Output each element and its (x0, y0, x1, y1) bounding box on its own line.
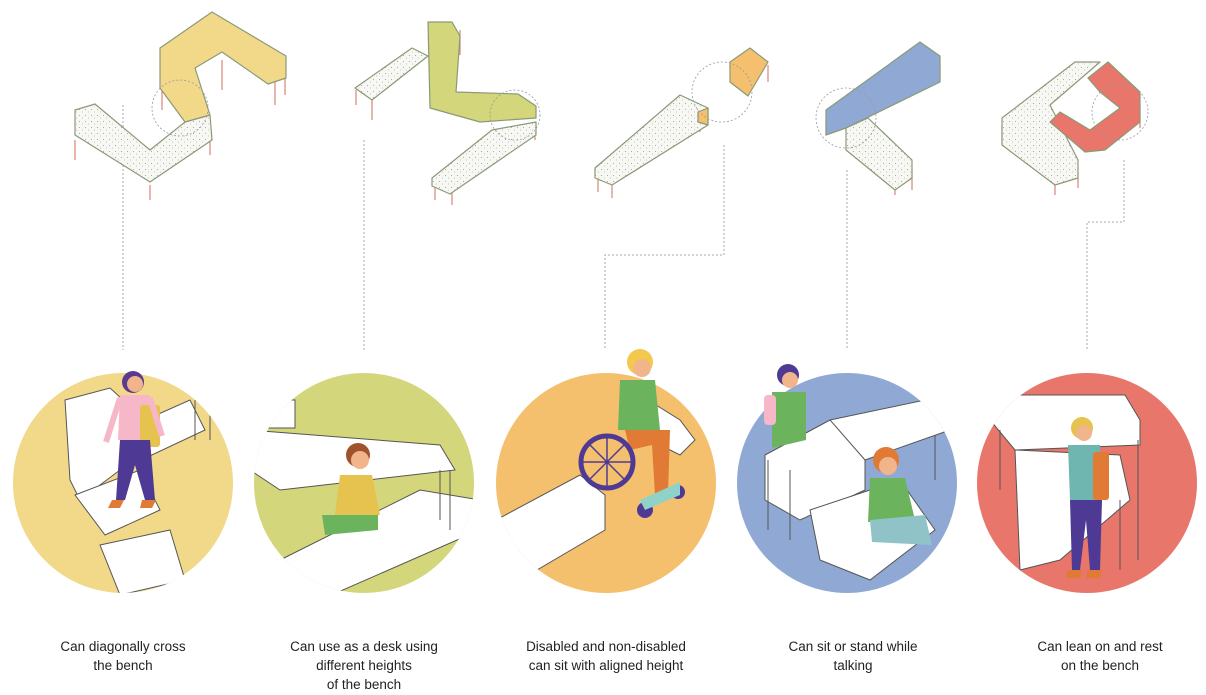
vignette-2 (254, 373, 474, 593)
bench-seat-dotted (845, 117, 913, 191)
caption-5: Can lean on and rest on the bench (1037, 639, 1163, 673)
bench-surface (254, 399, 296, 429)
vignette-1 (13, 371, 233, 593)
bench-seat-blue (825, 41, 941, 136)
bench-legs (597, 65, 769, 198)
detail-circle (815, 87, 877, 149)
vignette-3 (496, 349, 716, 593)
bench-seat-orange (729, 47, 769, 97)
caption-1: Can diagonally cross the bench (60, 639, 186, 673)
two-people-talking-icon (764, 364, 932, 545)
caption-4: Can sit or stand while talking (788, 639, 918, 673)
bench-surface (496, 474, 606, 581)
bench-legs (74, 60, 286, 200)
wheelchair-user-icon (578, 349, 685, 518)
bench-leg (999, 430, 1139, 570)
bench-leg (439, 470, 451, 530)
detail-circle (151, 79, 209, 137)
bench-seat-green (427, 21, 537, 123)
bench-surface (989, 394, 1141, 451)
bench-surface (279, 489, 474, 593)
bench-plan-3 (594, 47, 769, 198)
bench-leg (767, 435, 936, 540)
bench-seat-dotted (594, 94, 709, 186)
detail-circle (489, 89, 541, 141)
bench-seat-dotted-2 (431, 121, 537, 195)
vignette-5 (977, 373, 1197, 593)
leader-line-5 (1086, 160, 1125, 350)
bench-plan-1 (74, 11, 287, 200)
person-walking-icon (103, 371, 165, 508)
detail-circle (1091, 83, 1149, 141)
caption-3: Disabled and non-disabled can sit with a… (526, 639, 686, 673)
leader-lines (122, 105, 1125, 350)
vignette-4 (737, 364, 957, 593)
bench-seat-yellow (159, 11, 287, 123)
person-leaning-icon (1066, 417, 1109, 578)
person-sitting-at-desk-icon (322, 443, 380, 535)
bench-seat-dotted (354, 47, 429, 101)
bench-seat-orange-small (697, 107, 709, 126)
leader-line-3 (604, 145, 725, 350)
bench-legs (355, 30, 536, 205)
bench-plan-4 (815, 41, 941, 195)
detail-circle (691, 61, 753, 123)
bench-plan-2 (354, 21, 541, 205)
bench-plan-5 (1001, 61, 1149, 195)
caption-2: Can use as a desk using different height… (290, 639, 438, 692)
